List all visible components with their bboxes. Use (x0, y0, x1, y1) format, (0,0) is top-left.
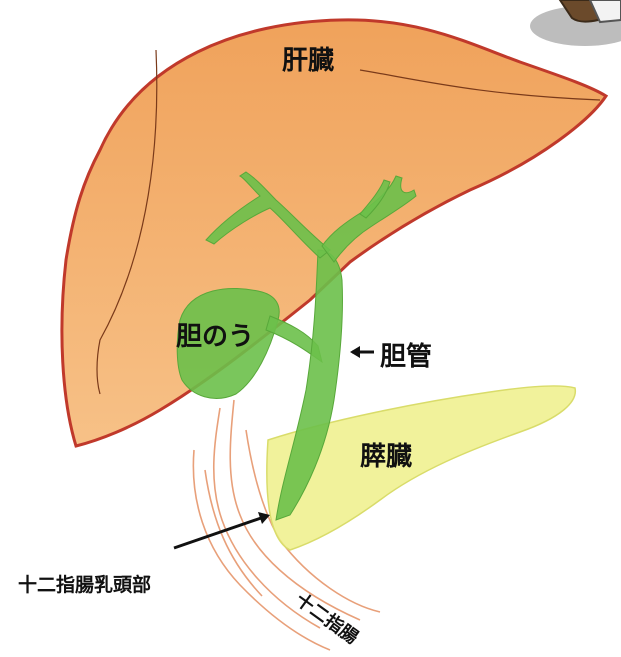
gallbladder-label: 胆のう (176, 316, 254, 353)
bile-duct-arrowhead (350, 346, 360, 358)
pancreas-label: 膵臓 (360, 436, 412, 473)
liver-label: 肝臓 (282, 40, 334, 77)
papilla-arrow (174, 517, 264, 548)
papilla-label: 十二指腸乳頭部 (18, 570, 151, 597)
bile-duct-label: 胆管 (380, 336, 432, 373)
